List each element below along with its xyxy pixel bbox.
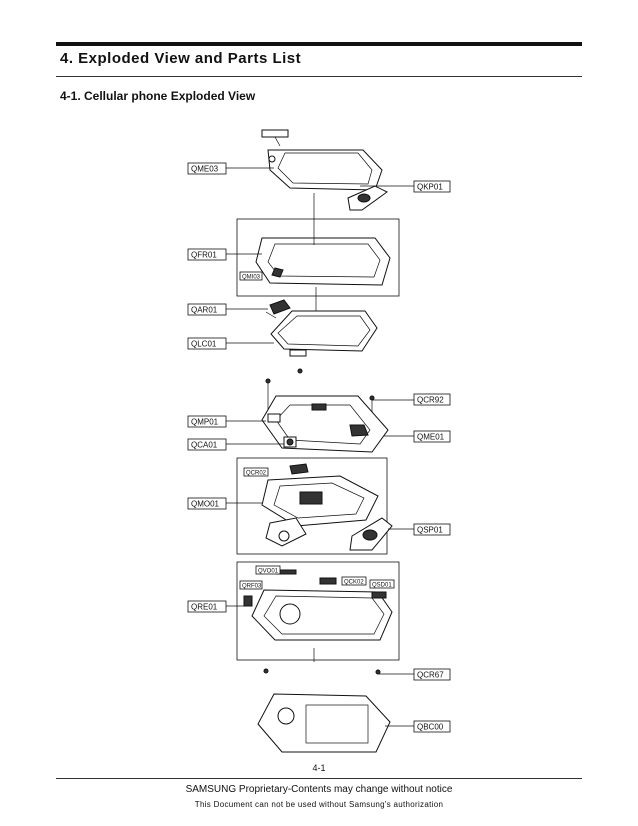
label-qme01: QME01 [417,433,445,442]
frame-main-board-group [236,457,388,555]
subsection-heading: 4-1. Cellular phone Exploded View [60,89,256,103]
label-qar01: QAR01 [191,306,218,315]
label-qmi03: QMI03 [242,275,261,281]
part-mo-assembly [261,463,379,547]
part-keypad [347,185,388,211]
label-qlc01: QLC01 [191,340,217,349]
label-qfr01: QFR01 [191,251,217,260]
label-qre01: QRE01 [191,603,218,612]
frame-rear-case-group [236,561,400,661]
footer-proprietary-notice: SAMSUNG Proprietary-Contents may change … [185,784,453,795]
label-qrf03: QRF03 [242,584,262,590]
top-rule [56,42,582,46]
footer-authorization-notice: This Document can not be used without Sa… [194,800,444,809]
label-qsp01: QSP01 [417,526,443,535]
heading-underline [56,76,582,77]
part-battery-cover [257,693,391,753]
section-heading: 4. Exploded View and Parts List [60,50,302,67]
footer-rule [56,778,582,779]
label-qmp01: QMP01 [191,418,219,427]
part-main-pcb [261,395,389,453]
label-qcr02: QCR02 [246,471,267,477]
label-qkp01: QKP01 [417,183,443,192]
part-qar01 [265,299,291,319]
part-lcd [270,310,378,357]
label-qvo01: QVO01 [258,569,279,575]
label-qbc00: QBC00 [417,723,444,732]
part-speaker [349,517,393,551]
part-camera [283,436,297,448]
left-labels: QME03 QFR01 QAR01 QLC01 QMP01 QCA01 QMO0… [187,162,227,613]
part-rear-case [243,569,393,641]
leader-lines [226,167,414,727]
label-qcr67: QCR67 [417,671,444,680]
frame-front-cover-group [236,218,400,297]
label-qsd01: QSD01 [372,583,392,589]
label-qck02: QCK02 [344,580,364,586]
right-labels: QKP01 QCR92 QME01 QSP01 QCR67 QBC00 [413,180,451,733]
page-number: 4-1 [312,763,326,773]
label-qme03: QME03 [191,165,219,174]
label-qcr92: QCR92 [417,396,444,405]
label-qmo01: QMO01 [191,500,220,509]
part-front-frame [255,237,391,286]
label-qca01: QCA01 [191,441,218,450]
part-display-module [261,129,383,191]
inner-labels: QMI03 QCR02 QVO01 QRF03 QCK02 QSD01 [239,271,395,590]
